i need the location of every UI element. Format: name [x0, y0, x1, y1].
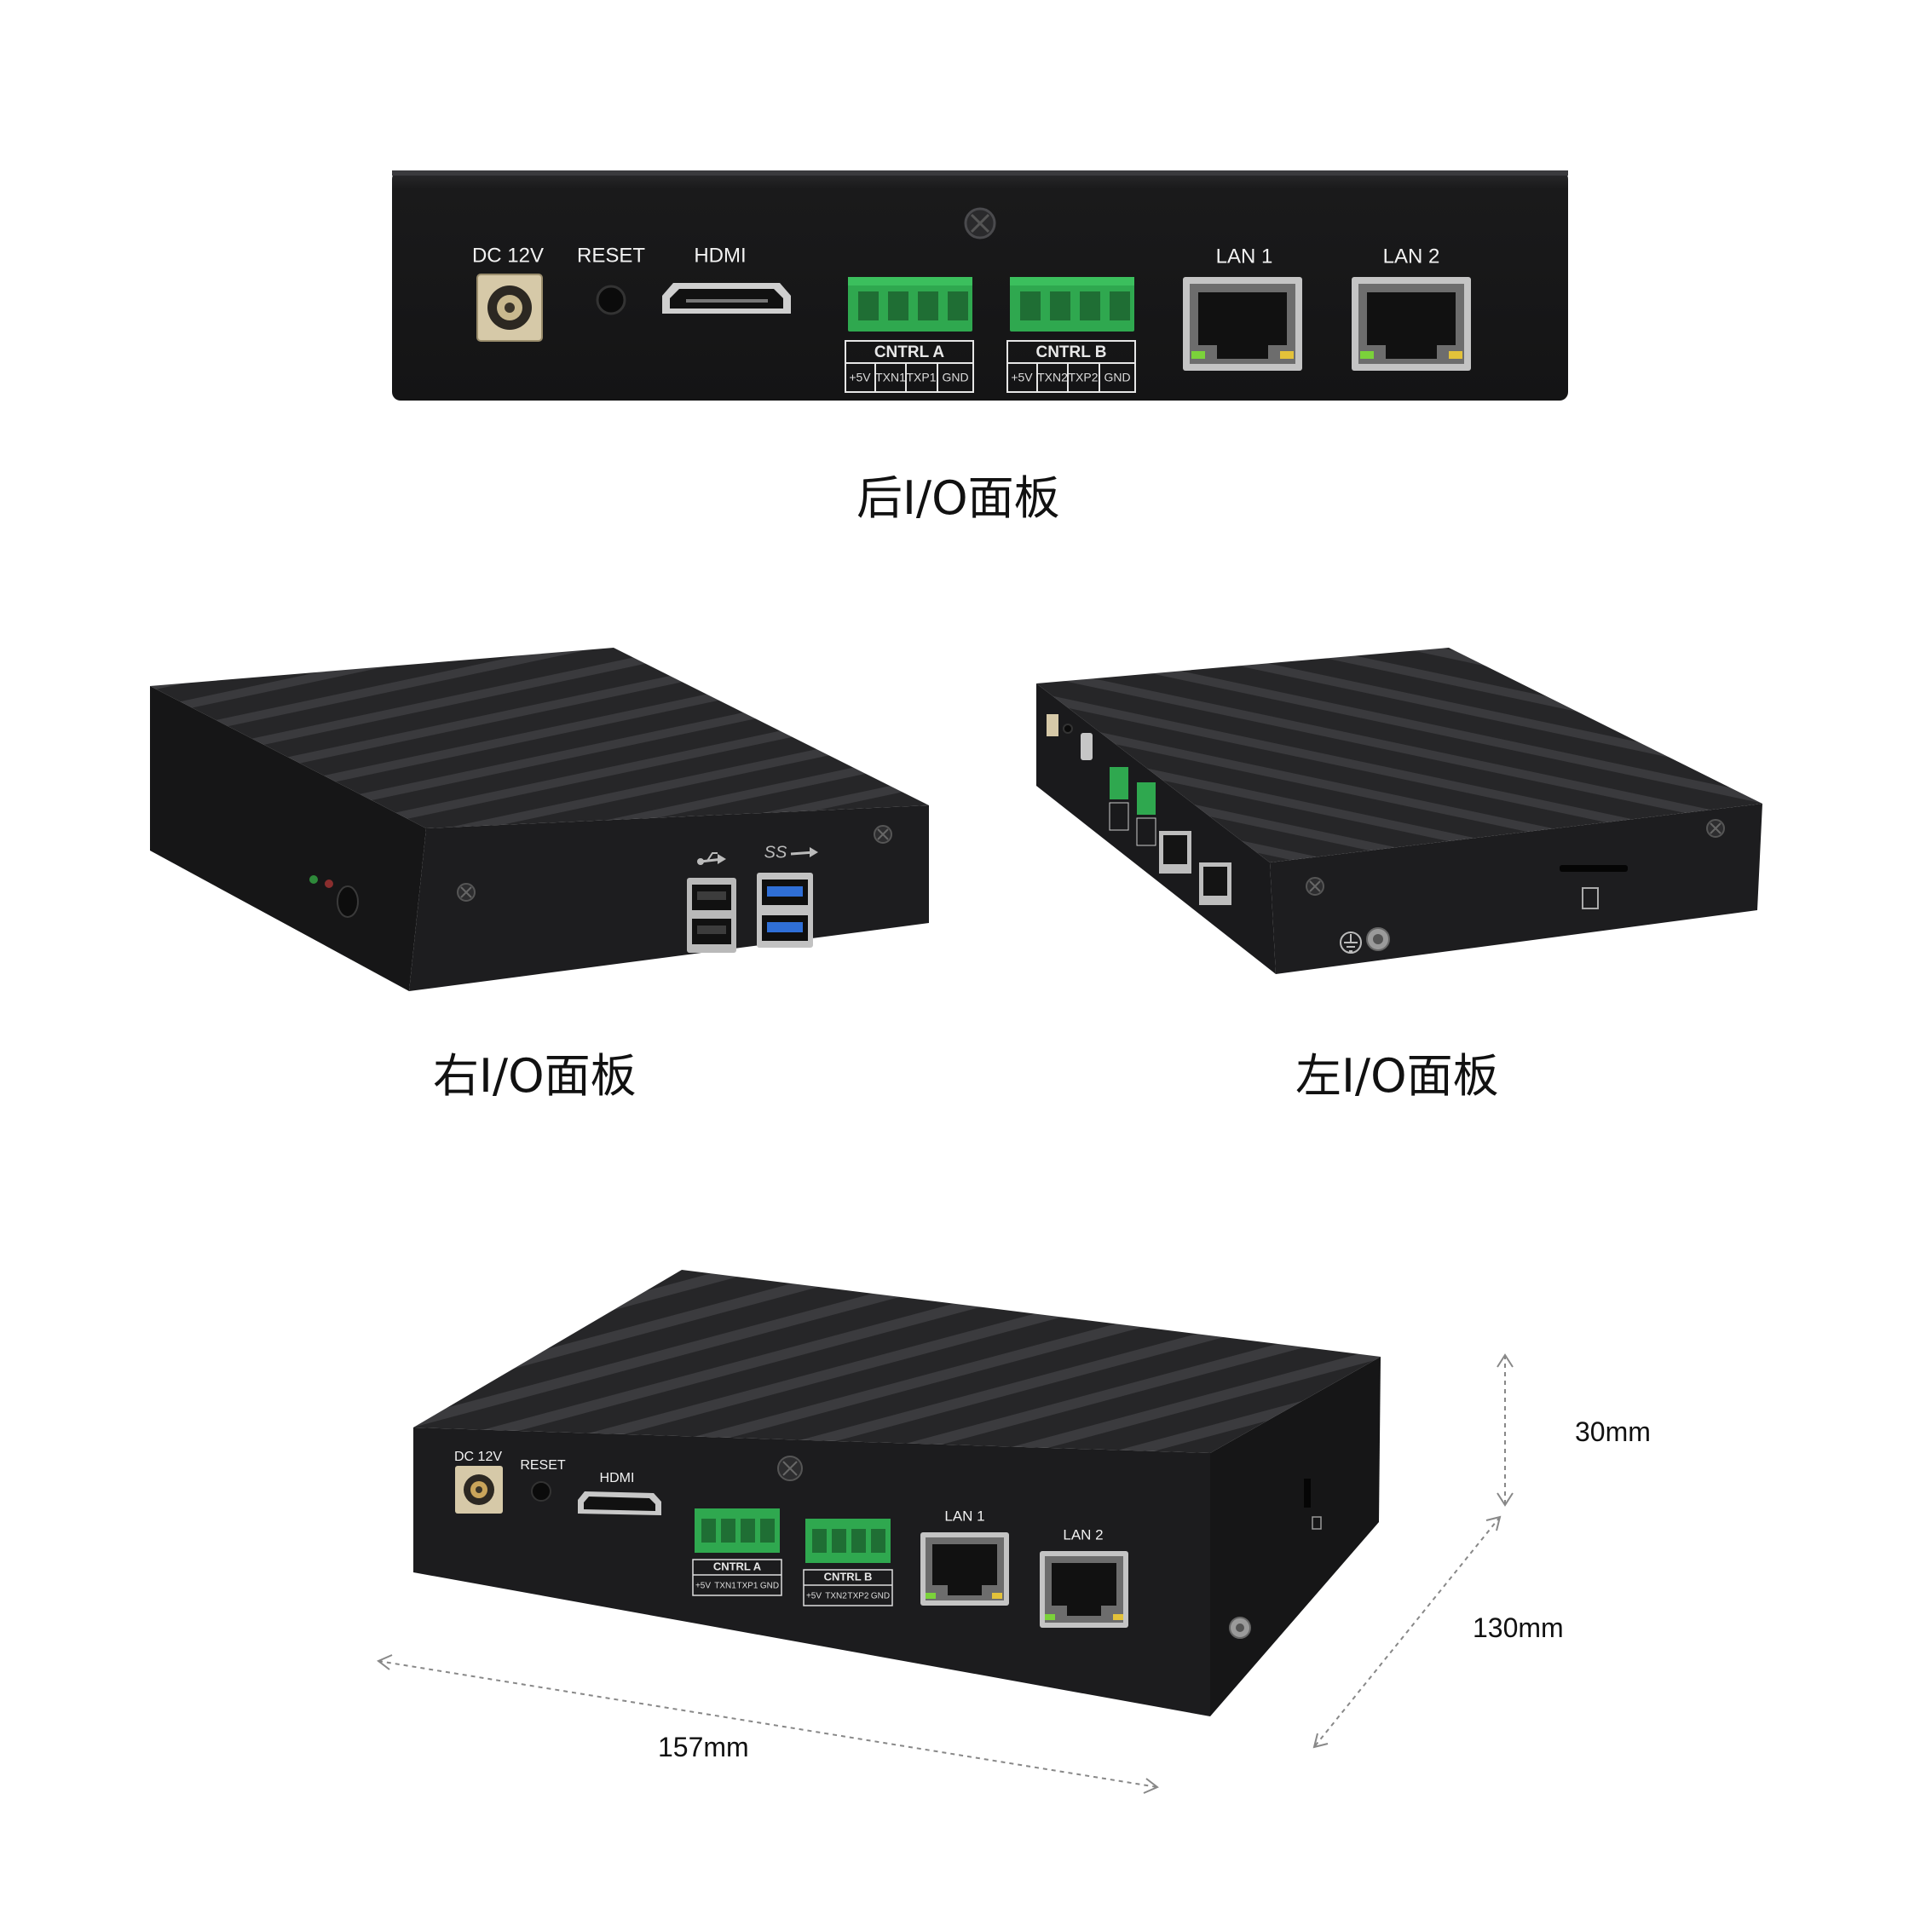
left-panel-caption: 左I/O面板: [1295, 1049, 1499, 1103]
cntrl-b-title: CNTRL B: [824, 1570, 873, 1583]
left-side-face: [150, 686, 426, 991]
lan2-port[interactable]: [1040, 1551, 1128, 1628]
cntrl-b-label-box: [1006, 340, 1136, 393]
cntrl-a-pin: TXN1: [714, 1582, 736, 1591]
hdmi-label: HDMI: [694, 244, 746, 267]
screw-icon: [777, 1456, 803, 1481]
cntrl-a-terminal-block[interactable]: [695, 1508, 780, 1553]
cntrl-a-title: CNTRL A: [713, 1560, 762, 1572]
usb3-port-stack[interactable]: [757, 873, 813, 948]
cntrl-a-pin: GND: [760, 1582, 779, 1591]
screw-icon: [874, 825, 892, 844]
cntrl-b-terminal-block[interactable]: [1137, 782, 1156, 815]
cntrl-b-terminal-block[interactable]: [1010, 277, 1134, 332]
hdmi-label: HDMI: [600, 1471, 635, 1485]
lan1-link-led: [1191, 351, 1205, 359]
usb2-port-stack[interactable]: [687, 878, 736, 953]
power-button[interactable]: [337, 885, 359, 918]
dc-label: DC 12V: [454, 1450, 502, 1464]
hdmi-port[interactable]: [662, 283, 791, 314]
height-dimension-label: 30mm: [1575, 1416, 1651, 1447]
cntrl-a-label-box: [692, 1559, 782, 1596]
cntrl-a-pin: +5V: [695, 1582, 711, 1591]
cntrl-a-terminal-block[interactable]: [1110, 767, 1128, 799]
left-io-face: [1210, 1357, 1381, 1716]
lan2-label: LAN 2: [1383, 245, 1440, 268]
cntrl-a-pin: TXP1: [736, 1582, 758, 1591]
cntrl-b-pin: TXN2: [825, 1592, 847, 1601]
right-panel-caption: 右I/O面板: [433, 1049, 637, 1103]
ground-screw[interactable]: [1366, 927, 1390, 951]
cntrl-b-pin: TXP2: [847, 1592, 868, 1601]
screw-icon: [964, 207, 996, 239]
cntrl-b-pin: TXP2: [1068, 371, 1098, 384]
dimension-lines: [377, 1353, 1514, 1794]
left-panel-photo: [1036, 648, 1762, 974]
dc-power-jack[interactable]: [476, 274, 543, 342]
cntrl-b-pin: TXN2: [1037, 371, 1068, 384]
cntrl-b-pin: +5V: [1011, 371, 1033, 384]
dc-power-jack[interactable]: [1047, 714, 1058, 736]
ground-screw[interactable]: [1229, 1617, 1251, 1639]
reset-button[interactable]: [596, 285, 626, 315]
cntrl-a-title: CNTRL A: [874, 343, 945, 361]
sd-card-icon: [1582, 887, 1599, 909]
depth-dimension-label: 130mm: [1473, 1612, 1564, 1643]
screw-icon: [1706, 819, 1725, 838]
cntrl-b-title: CNTRL B: [1035, 343, 1106, 361]
lan2-activity-led: [1449, 351, 1462, 359]
usb3-superspeed-icon: SS: [764, 843, 818, 862]
cntrl-a-terminal-block[interactable]: [848, 277, 972, 332]
lan2-label: LAN 2: [1063, 1526, 1103, 1543]
screw-icon: [457, 883, 476, 902]
heatsink-fins: [150, 648, 929, 828]
lan2-link-led: [1360, 351, 1374, 359]
sd-card-icon: [1312, 1516, 1322, 1530]
right-io-face: [409, 805, 929, 991]
power-led: [325, 879, 333, 888]
lan1-label: LAN 1: [944, 1508, 984, 1524]
cntrl-b-pin: +5V: [806, 1592, 822, 1601]
lan1-label: LAN 1: [1216, 245, 1273, 268]
screw-icon: [1306, 877, 1324, 896]
svg-text:SS: SS: [764, 843, 787, 862]
cntrl-a-pin: TXP1: [906, 371, 936, 384]
left-io-face: [1270, 804, 1762, 974]
right-panel-photo: SS: [150, 648, 929, 991]
ground-symbol-icon: [1340, 931, 1362, 954]
hdmi-port[interactable]: [578, 1491, 661, 1515]
width-dimension-label: 157mm: [658, 1732, 749, 1762]
iso-view-photo: DC 12V RESET HDMI LAN 1 LAN 2 CNTRL A +5…: [413, 1270, 1381, 1716]
heatsink-fins: [413, 1270, 1381, 1453]
rear-panel-caption: 后I/O面板: [856, 471, 1060, 525]
reset-label: RESET: [520, 1458, 566, 1473]
hdmi-port[interactable]: [1081, 733, 1093, 760]
lan1-port[interactable]: [1183, 277, 1302, 371]
width-dimension-line: [378, 1660, 1158, 1788]
heatsink-fins: [1036, 648, 1762, 862]
cntrl-a-pin: TXN1: [875, 371, 906, 384]
reset-button[interactable]: [1063, 724, 1073, 734]
cntrl-b-label-box: [803, 1569, 893, 1606]
lan2-port[interactable]: [1352, 277, 1471, 371]
cntrl-a-label-box: [845, 340, 974, 393]
lan1-activity-led: [1280, 351, 1294, 359]
status-led: [309, 875, 318, 884]
reset-button[interactable]: [531, 1481, 551, 1502]
cntrl-a-pin: GND: [942, 371, 968, 384]
lan1-port[interactable]: [920, 1532, 1009, 1606]
rear-panel-photo: DC 12V RESET HDMI LAN 1 LAN 2 CNTR: [392, 170, 1568, 401]
cntrl-b-terminal-block[interactable]: [805, 1519, 891, 1563]
depth-dimension-line: [1313, 1516, 1501, 1748]
sd-card-slot[interactable]: [1304, 1479, 1311, 1508]
cntrl-b-pin: GND: [871, 1592, 890, 1601]
cntrl-a-pin: +5V: [849, 371, 871, 384]
dc-label: DC 12V: [472, 244, 544, 267]
usb-icon: [697, 852, 726, 865]
cntrl-b-pin: GND: [1104, 371, 1130, 384]
dc-power-jack[interactable]: [455, 1466, 503, 1514]
sd-card-slot[interactable]: [1560, 865, 1628, 872]
reset-label: RESET: [577, 244, 645, 267]
